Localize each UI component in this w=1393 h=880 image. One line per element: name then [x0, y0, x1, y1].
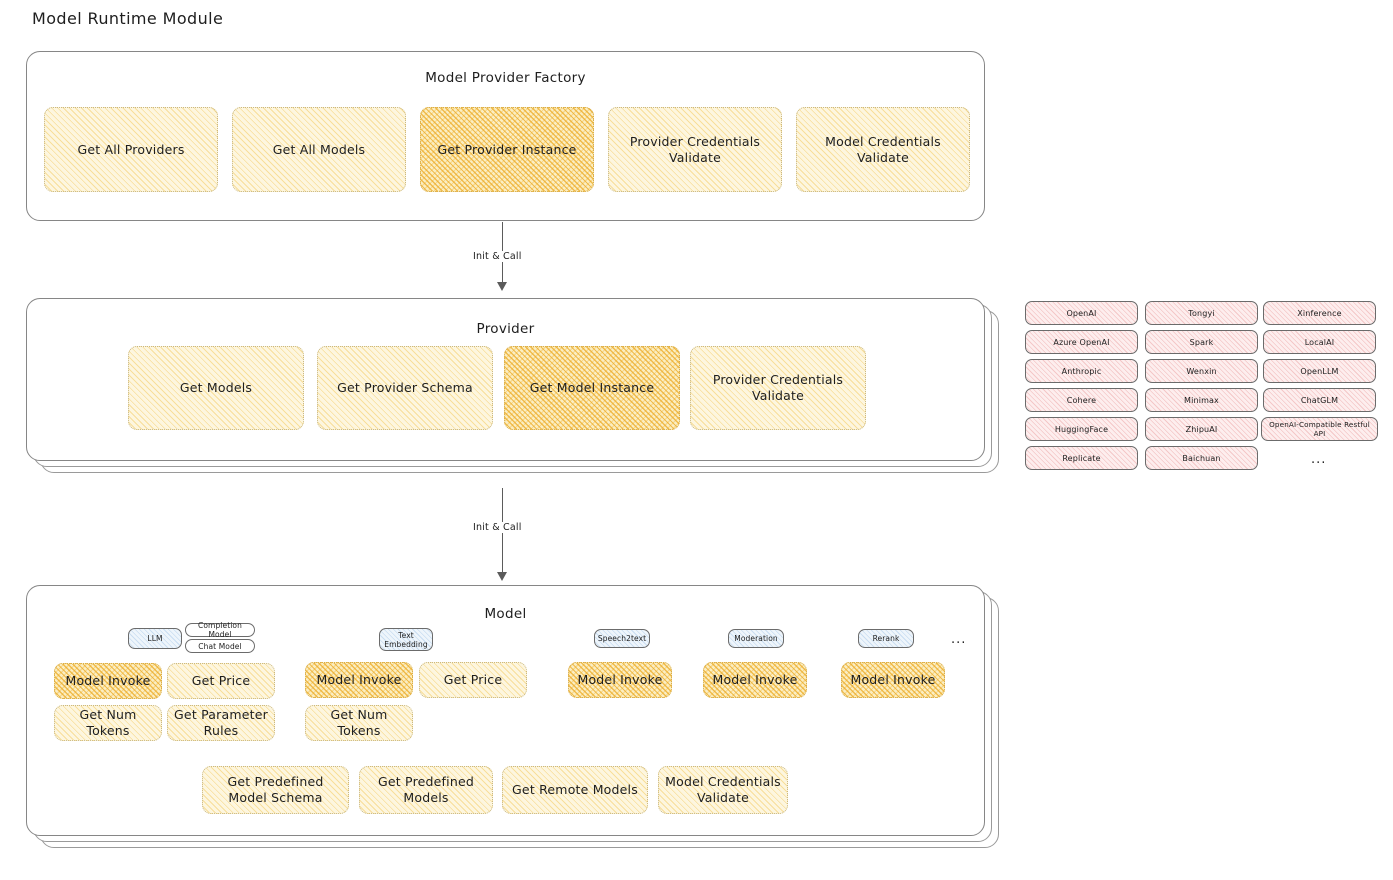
node-moderation-model-invoke[interactable]: Model Invoke	[703, 662, 807, 698]
node-get-predefined-models[interactable]: Get Predefined Models	[359, 766, 493, 814]
provider-pill-minimax[interactable]: Minimax	[1145, 388, 1258, 412]
node-get-remote-models[interactable]: Get Remote Models	[502, 766, 648, 814]
node-get-provider-instance[interactable]: Get Provider Instance	[420, 107, 594, 192]
provider-pill-replicate[interactable]: Replicate	[1025, 446, 1138, 470]
node-provider-credentials-validate-2[interactable]: Provider Credentials Validate	[690, 346, 866, 430]
provider-pill-xinference[interactable]: Xinference	[1263, 301, 1376, 325]
model-title: Model	[484, 606, 527, 622]
node-get-all-models[interactable]: Get All Models	[232, 107, 406, 192]
node-get-all-providers[interactable]: Get All Providers	[44, 107, 218, 192]
model-subtype-badge-completion-model[interactable]: Completion Model	[185, 621, 255, 639]
model-type-badge-text-embedding[interactable]: Text Embedding	[379, 628, 433, 651]
provider-pill-openllm[interactable]: OpenLLM	[1263, 359, 1376, 383]
provider-pill-huggingface[interactable]: HuggingFace	[1025, 417, 1138, 441]
provider-pill-openai[interactable]: OpenAI	[1025, 301, 1138, 325]
node-llm-get-parameter-rules[interactable]: Get Parameter Rules	[167, 705, 275, 741]
model-type-badge-llm[interactable]: LLM	[128, 628, 182, 649]
arrow-provider-to-model-label: Init & Call	[469, 522, 526, 533]
model-subtype-badge-chat-model[interactable]: Chat Model	[185, 639, 255, 653]
provider-pill-anthropic[interactable]: Anthropic	[1025, 359, 1138, 383]
arrow-factory-to-provider-label: Init & Call	[469, 251, 526, 262]
provider-pill-openai-compatible-restful-api[interactable]: OpenAI-Compatible Restful API	[1261, 417, 1378, 441]
provider-pill-localai[interactable]: LocalAI	[1263, 330, 1376, 354]
node-get-predefined-model-schema[interactable]: Get Predefined Model Schema	[202, 766, 349, 814]
model-type-badge-rerank[interactable]: Rerank	[858, 629, 914, 648]
provider-title: Provider	[476, 321, 535, 337]
node-text-embedding-get-num-tokens[interactable]: Get Num Tokens	[305, 705, 413, 741]
node-llm-get-price[interactable]: Get Price	[167, 663, 275, 699]
page-title: Model Runtime Module	[32, 9, 224, 28]
node-get-model-instance[interactable]: Get Model Instance	[504, 346, 680, 430]
node-llm-get-num-tokens[interactable]: Get Num Tokens	[54, 705, 162, 741]
provider-pill-cohere[interactable]: Cohere	[1025, 388, 1138, 412]
model-types-more: ...	[951, 632, 967, 647]
provider-pill-zhipuai[interactable]: ZhipuAI	[1145, 417, 1258, 441]
node-model-credentials-validate[interactable]: Model Credentials Validate	[796, 107, 970, 192]
provider-pill-tongyi[interactable]: Tongyi	[1145, 301, 1258, 325]
node-provider-credentials-validate[interactable]: Provider Credentials Validate	[608, 107, 782, 192]
node-model-credentials-validate-2[interactable]: Model Credentials Validate	[658, 766, 788, 814]
arrow-factory-to-provider-head	[497, 282, 507, 291]
node-text-embedding-model-invoke[interactable]: Model Invoke	[305, 662, 413, 698]
node-llm-model-invoke[interactable]: Model Invoke	[54, 663, 162, 699]
model-type-badge-moderation[interactable]: Moderation	[728, 629, 784, 648]
arrow-provider-to-model-head	[497, 572, 507, 581]
model-type-badge-speech2text[interactable]: Speech2text	[594, 629, 650, 648]
node-get-provider-schema[interactable]: Get Provider Schema	[317, 346, 493, 430]
node-get-models[interactable]: Get Models	[128, 346, 304, 430]
node-speech2text-model-invoke[interactable]: Model Invoke	[568, 662, 672, 698]
node-rerank-model-invoke[interactable]: Model Invoke	[841, 662, 945, 698]
provider-pill-spark[interactable]: Spark	[1145, 330, 1258, 354]
provider-list-more: ...	[1311, 452, 1327, 467]
node-text-embedding-get-price[interactable]: Get Price	[419, 662, 527, 698]
provider-pill-chatglm[interactable]: ChatGLM	[1263, 388, 1376, 412]
model-provider-factory-title: Model Provider Factory	[425, 70, 586, 86]
provider-pill-wenxin[interactable]: Wenxin	[1145, 359, 1258, 383]
provider-pill-baichuan[interactable]: Baichuan	[1145, 446, 1258, 470]
provider-pill-azure-openai[interactable]: Azure OpenAI	[1025, 330, 1138, 354]
